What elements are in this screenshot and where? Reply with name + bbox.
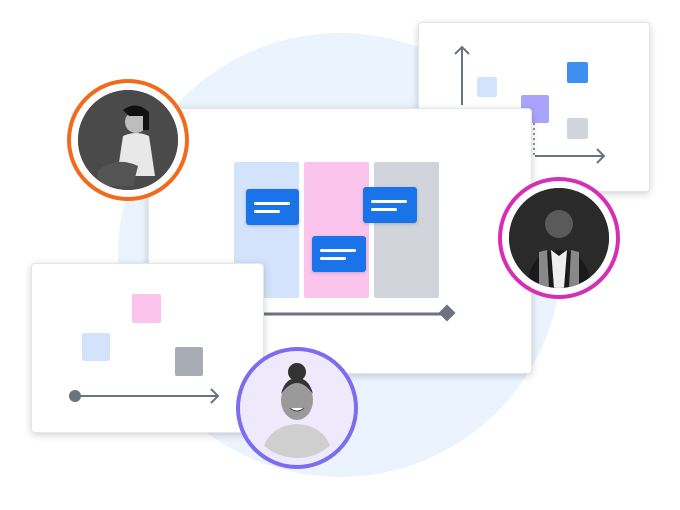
square-gray	[567, 118, 588, 139]
arrow-right-icon	[535, 148, 606, 164]
square-light-blue	[477, 77, 497, 97]
arrow-up-icon	[454, 45, 470, 105]
task-note[interactable]	[246, 189, 299, 225]
axis	[69, 388, 220, 404]
task-note[interactable]	[312, 236, 366, 272]
avatar-man-graduate	[498, 177, 620, 299]
avatar-woman-sitting	[67, 79, 189, 201]
diamond-icon	[438, 304, 456, 322]
person-photo	[261, 363, 333, 458]
person-photo	[78, 90, 178, 190]
avatar-woman-smiling	[236, 347, 358, 469]
square-light-blue	[82, 333, 110, 361]
timeline	[249, 304, 456, 322]
task-note[interactable]	[363, 187, 417, 223]
kanban-card	[148, 108, 532, 374]
square-dark-gray	[175, 347, 203, 376]
scatter-card-bottom	[31, 263, 264, 433]
square-pink	[132, 294, 161, 323]
column-gray	[374, 162, 439, 298]
arrow-right-icon	[210, 388, 220, 404]
axes	[454, 45, 606, 164]
person-photo	[509, 188, 609, 288]
square-blue	[567, 62, 588, 83]
column-pink	[304, 162, 369, 298]
